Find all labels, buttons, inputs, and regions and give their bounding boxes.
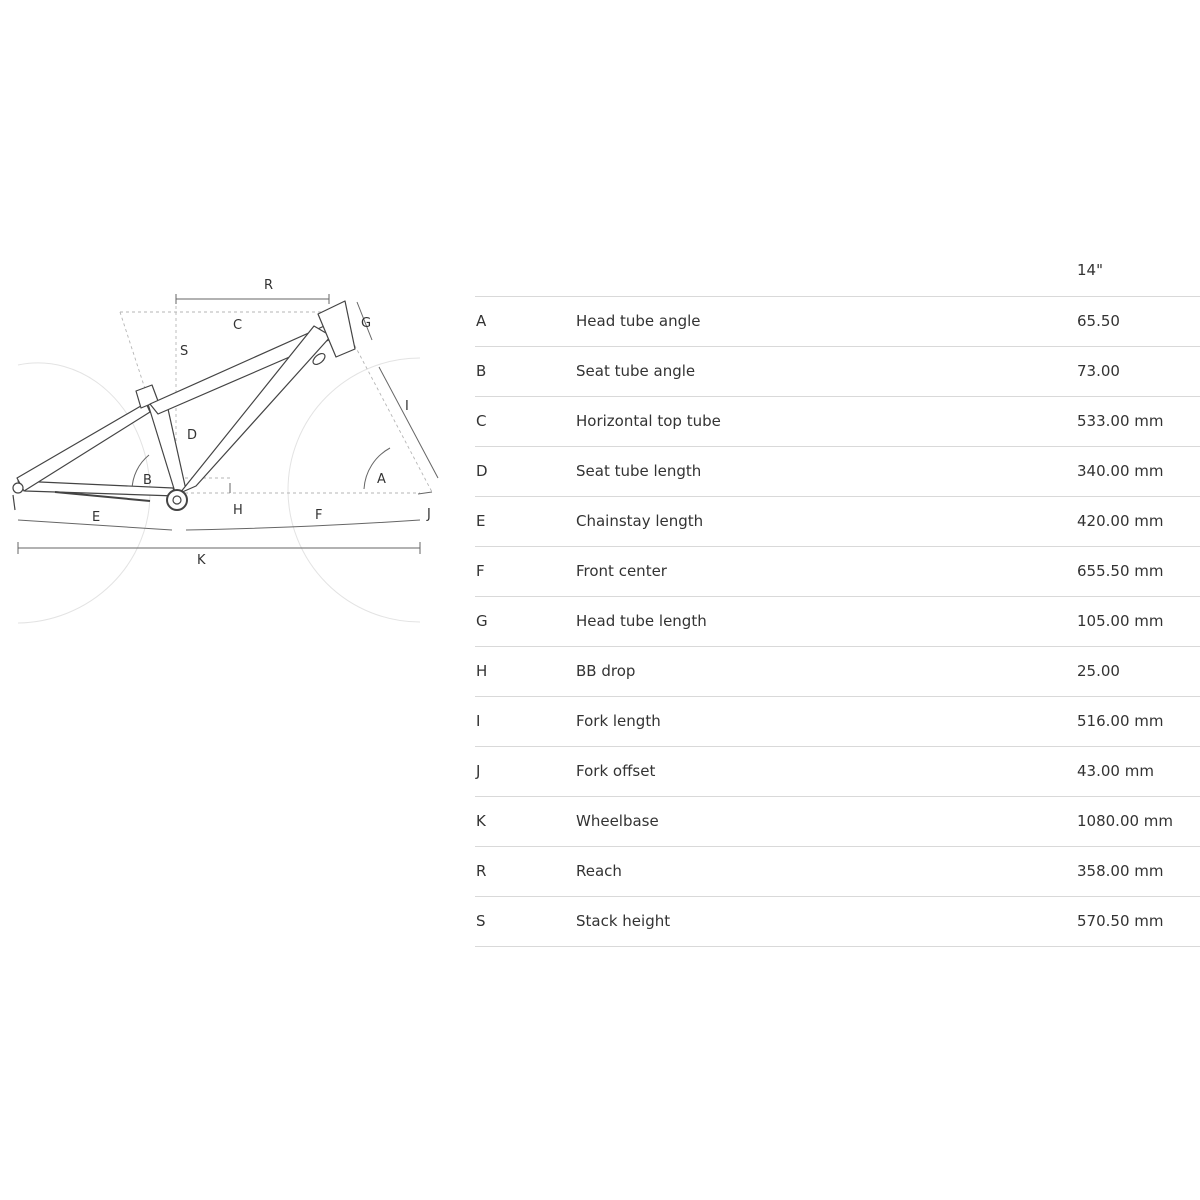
row-key: K [476,812,486,830]
row-label: Seat tube length [576,462,702,480]
row-label: Wheelbase [576,812,659,830]
label-d: D [187,428,197,443]
row-label: Seat tube angle [576,362,696,380]
table-row: I Fork length 516.00 mm [475,697,1200,747]
row-key: B [476,362,487,380]
row-key: J [476,762,481,780]
row-value: 340.00 mm [1077,462,1164,480]
table-row: S Stack height 570.50 mm [475,897,1200,947]
table-row: D Seat tube length 340.00 mm [475,447,1200,497]
row-label: Chainstay length [576,512,704,530]
label-k: K [197,553,206,568]
row-value: 25.00 [1077,662,1120,680]
row-value: 358.00 mm [1077,862,1164,880]
table-row: J Fork offset 43.00 mm [475,747,1200,797]
row-label: Head tube angle [576,312,701,330]
label-g: G [361,316,371,331]
row-label: BB drop [576,662,636,680]
row-key: A [476,312,487,330]
label-b: B [143,473,152,488]
row-label: Front center [576,562,667,580]
label-s: S [180,344,188,359]
row-key: R [476,862,487,880]
row-label: Fork offset [576,762,656,780]
label-i: I [405,399,409,414]
label-r: R [264,278,273,293]
front-wheel-outline [287,357,421,623]
table-row: R Reach 358.00 mm [475,847,1200,897]
size-column-header: 14" [1077,261,1103,279]
label-f: F [315,508,322,523]
row-value: 105.00 mm [1077,612,1164,630]
row-key: D [476,462,488,480]
label-j: J [426,507,431,522]
row-key: F [476,562,485,580]
row-value: 533.00 mm [1077,412,1164,430]
table-row: K Wheelbase 1080.00 mm [475,797,1200,847]
row-value: 1080.00 mm [1077,812,1174,830]
row-value: 655.50 mm [1077,562,1164,580]
table-row: A Head tube angle 65.50 [475,297,1200,347]
row-value: 43.00 mm [1077,762,1154,780]
dimension-lines [17,294,439,554]
label-h: H [233,503,243,518]
row-key: S [476,912,486,930]
row-value: 73.00 [1077,362,1120,380]
row-key: E [476,512,486,530]
label-e: E [92,510,100,525]
row-value: 65.50 [1077,312,1120,330]
row-key: H [476,662,488,680]
label-c: C [233,318,242,333]
table-row: G Head tube length 105.00 mm [475,597,1200,647]
bike-frame [12,300,356,511]
row-key: I [476,712,481,730]
row-label: Reach [576,862,622,880]
label-a: A [377,472,386,487]
row-label: Fork length [576,712,661,730]
row-label: Head tube length [576,612,707,630]
table-row: E Chainstay length 420.00 mm [475,497,1200,547]
row-value: 516.00 mm [1077,712,1164,730]
table-row: C Horizontal top tube 533.00 mm [475,397,1200,447]
bike-geometry-diagram: R C S G I D A B E H F J K [12,278,439,624]
row-key: G [476,612,488,630]
row-key: C [476,412,487,430]
table-row: B Seat tube angle 73.00 [475,347,1200,397]
row-value: 570.50 mm [1077,912,1164,930]
row-label: Stack height [576,912,671,930]
table-header: 14" [475,247,1200,297]
row-value: 420.00 mm [1077,512,1164,530]
table-row: F Front center 655.50 mm [475,547,1200,597]
row-label: Horizontal top tube [576,412,721,430]
table-row: H BB drop 25.00 [475,647,1200,697]
